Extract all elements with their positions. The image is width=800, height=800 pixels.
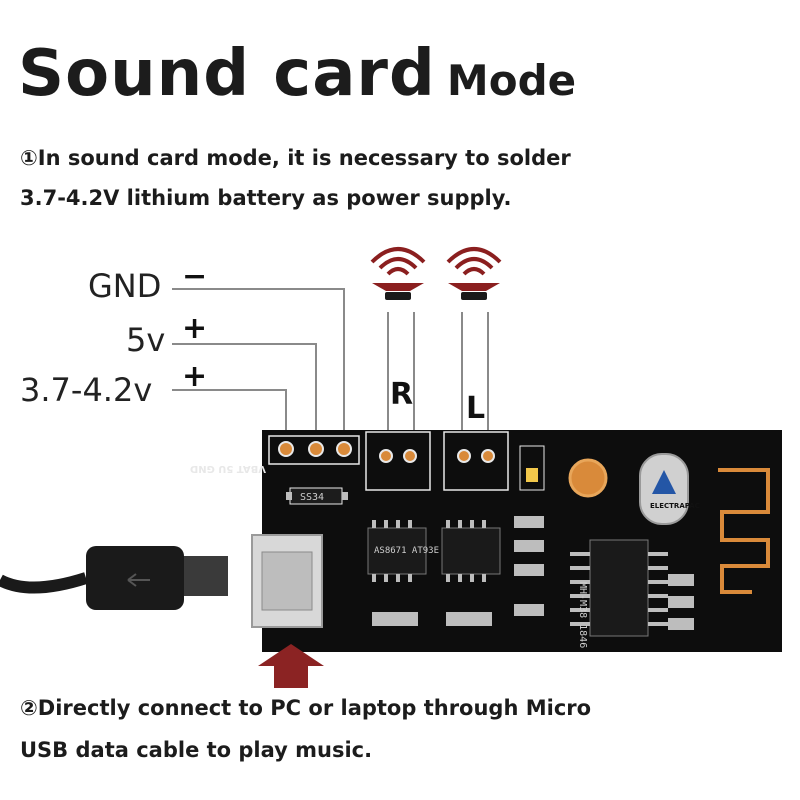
speaker-right-icon <box>370 247 426 300</box>
pad-labels: VBAT 5U GND <box>190 463 266 474</box>
label-battery: 3.7-4.2v <box>20 371 153 409</box>
diode <box>286 487 348 505</box>
label-5v: 5v <box>126 321 166 359</box>
sign-gnd: − <box>182 259 208 294</box>
gold-pad <box>568 458 608 498</box>
brand-logo: ELECTRAPAC <box>650 502 700 510</box>
bluetooth-chip <box>570 539 668 637</box>
sign-battery: + <box>182 359 208 394</box>
label-gnd: GND <box>88 267 162 305</box>
amp-chip-left <box>441 520 501 582</box>
micro-usb-port <box>251 534 323 628</box>
channel-right-label: R <box>390 377 414 412</box>
components <box>372 445 694 630</box>
note-1-line-1: ①In sound card mode, it is necessary to … <box>20 146 571 170</box>
power-pads <box>268 435 360 465</box>
note-2-line-1: ②Directly connect to PC or laptop throug… <box>20 696 592 720</box>
amp-chip-right <box>367 520 427 582</box>
antenna-trace <box>718 468 770 594</box>
usb-cable <box>0 546 228 610</box>
speaker-pads <box>365 431 509 491</box>
up-arrow-icon <box>258 644 324 688</box>
diode-marking: SS34 <box>300 492 324 503</box>
pcb-board: VBAT 5U GND SS34 <box>190 430 782 652</box>
channel-left-label: L <box>466 391 486 426</box>
title-suffix: Mode <box>446 56 577 105</box>
note-2-line-2: USB data cable to play music. <box>20 738 373 762</box>
title-main: Sound card <box>18 37 436 111</box>
crystal <box>639 453 689 525</box>
page-title: Sound card Mode <box>18 42 576 106</box>
bt-chip-marking: MH-M38 1846 <box>577 582 588 648</box>
note-1-line-2: 3.7-4.2V lithium battery as power supply… <box>20 186 512 210</box>
power-wires <box>172 288 345 436</box>
sign-5v: + <box>182 311 208 346</box>
speaker-left-icon <box>446 247 502 300</box>
amp-chip-marking: AS8671 AT93E <box>374 546 439 556</box>
